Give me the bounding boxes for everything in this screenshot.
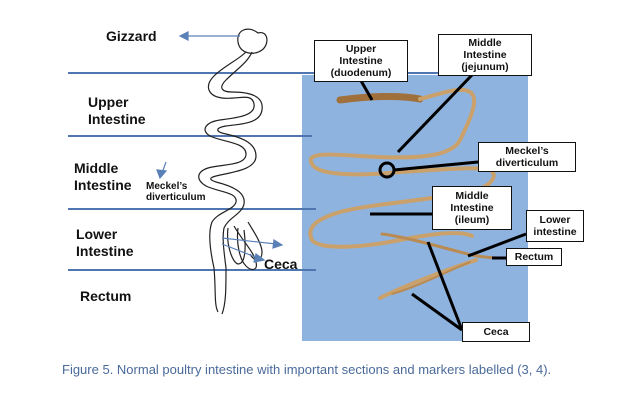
box-middle-jejunum: Middle Intestine (jejunum)	[438, 34, 532, 76]
box-rectum-text: Rectum	[514, 251, 554, 263]
box-lower-intestine-text: Lower intestine	[533, 214, 577, 238]
box-meckels: Meckel’s diverticulum	[478, 142, 576, 172]
box-middle-ileum-text: Middle Intestine (ileum)	[450, 190, 494, 226]
label-meckels-small: Meckel’s diverticulum	[146, 181, 206, 203]
arrows	[156, 31, 284, 263]
figure-caption: Figure 5. Normal poultry intestine with …	[62, 362, 552, 377]
box-meckels-text: Meckel’s diverticulum	[495, 145, 559, 169]
label-upper-intestine: Upper Intestine	[88, 94, 146, 127]
box-middle-jejunum-text: Middle Intestine (jejunum)	[461, 37, 509, 73]
box-lower-intestine: Lower intestine	[526, 210, 584, 242]
label-middle-intestine: Middle Intestine	[74, 160, 132, 193]
leader-lines	[358, 73, 527, 332]
ceca-arrow-2	[221, 243, 259, 259]
intestine-drawing	[198, 28, 268, 315]
box-rectum: Rectum	[506, 248, 562, 266]
box-upper-duodenum-text: Upper Intestine (duodenum)	[330, 43, 392, 79]
label-ceca: Ceca	[264, 256, 298, 272]
box-middle-ileum: Middle Intestine (ileum)	[432, 186, 512, 230]
box-ceca: Ceca	[462, 322, 530, 342]
box-upper-duodenum: Upper Intestine (duodenum)	[314, 40, 408, 82]
ceca-arrow-1	[221, 237, 277, 245]
label-lower-intestine: Lower Intestine	[76, 226, 134, 259]
label-rectum: Rectum	[80, 288, 132, 304]
box-ceca-text: Ceca	[483, 326, 509, 338]
label-gizzard: Gizzard	[106, 28, 157, 44]
